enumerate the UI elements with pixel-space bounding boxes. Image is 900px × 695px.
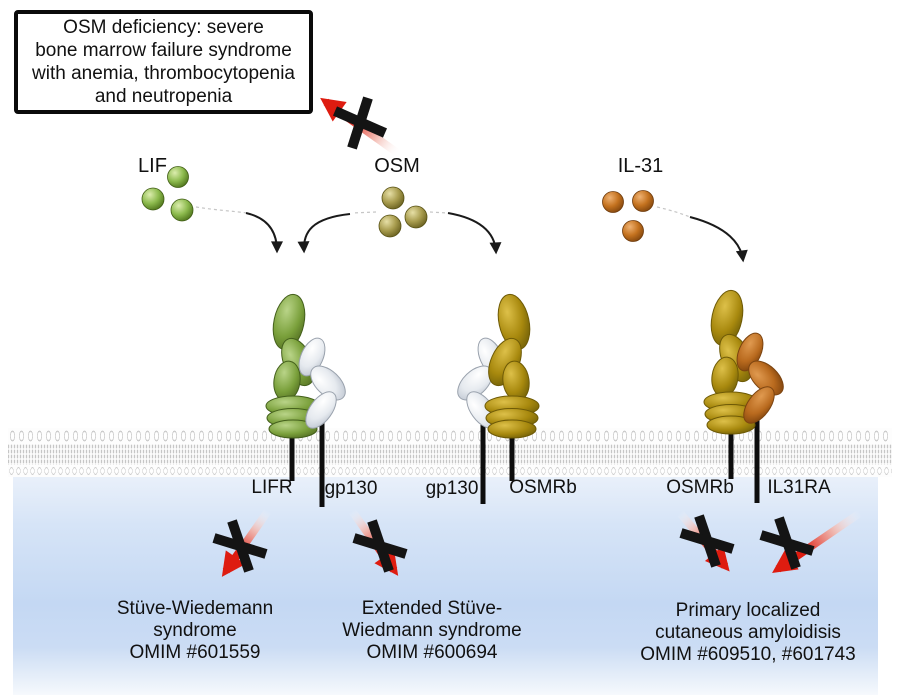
ligand-sphere xyxy=(602,191,624,213)
syndrome-line: OMIM #609510, #601743 xyxy=(640,644,856,665)
lif-to-lifr-arrow xyxy=(245,212,283,254)
deficiency-box-line: with anemia, thrombocytopenia xyxy=(32,63,295,84)
syndrome-line: Extended Stüve- xyxy=(361,598,503,619)
syndrome-line: Wiedmann syndrome xyxy=(342,620,522,641)
ligand-sphere xyxy=(378,214,402,238)
il31-label: IL-31 xyxy=(617,155,664,177)
osmrb-label-right: OSMRb xyxy=(666,477,734,498)
osmrb-label-middle: OSMRb xyxy=(509,477,577,498)
cytoplasm xyxy=(13,477,878,695)
leader-lines xyxy=(195,206,691,218)
red-arrow-icon xyxy=(221,508,272,577)
x-mark-icon xyxy=(332,96,388,150)
plca-blocked-arrow-left xyxy=(676,510,735,572)
gp130-chain xyxy=(298,337,346,429)
syndrome-line: cutaneous amyloidisis xyxy=(655,622,841,643)
il31ra-chain xyxy=(736,332,784,424)
osm-receptor-complex xyxy=(457,293,540,439)
lif-label: LIF xyxy=(138,155,167,177)
ligand-sphere xyxy=(170,198,194,222)
x-mark-icon xyxy=(759,516,815,570)
syndrome-sws: Stüve-Wiedemann syndrome OMIM #601559 xyxy=(95,598,295,664)
osm-ligand-spheres xyxy=(378,186,428,238)
esws-blocked-arrow xyxy=(348,508,408,576)
sws-blocked-arrow xyxy=(212,508,272,577)
gp130-label-left: gp130 xyxy=(324,478,378,499)
lipid-heads-bottom-row xyxy=(8,465,892,477)
lif-receptor-complex xyxy=(265,293,346,439)
ligand-binding-arrows xyxy=(245,212,748,263)
osm-deficiency-blocked-arrow xyxy=(320,96,402,158)
lipid-tails-row xyxy=(8,444,892,465)
ligand-sphere xyxy=(622,220,644,242)
syndrome-line: OMIM #600694 xyxy=(366,642,498,663)
plca-blocked-arrow-right xyxy=(759,509,863,574)
lifr-label: LIFR xyxy=(251,477,293,498)
cell-membrane xyxy=(8,428,892,477)
syndrome-line: Primary localized xyxy=(675,600,821,621)
ligand-sphere xyxy=(141,187,165,211)
il31-to-il31ra-arrow xyxy=(689,216,748,263)
syndrome-line: syndrome xyxy=(153,620,237,641)
ligand-sphere xyxy=(404,205,428,229)
syndrome-plca: Primary localized cutaneous amyloidisis … xyxy=(628,600,868,666)
syndrome-line: Stüve-Wiedemann xyxy=(116,598,274,619)
ligand-sphere xyxy=(167,166,189,188)
syndrome-esws: Extended Stüve- Wiedmann syndrome OMIM #… xyxy=(328,598,536,664)
syndrome-line: OMIM #601559 xyxy=(129,642,261,663)
osm-to-lifr-arrow xyxy=(297,213,351,254)
ligand-sphere xyxy=(381,186,405,210)
deficiency-box: OSM deficiency: severe bone marrow failu… xyxy=(14,10,313,114)
gp130-label-middle: gp130 xyxy=(425,478,479,499)
osm-to-osmrb-arrow xyxy=(447,212,502,255)
lif-ligand-spheres xyxy=(141,166,194,222)
x-mark-icon xyxy=(212,519,268,573)
il31-receptor-complex xyxy=(703,289,784,435)
deficiency-box-line: OSM deficiency: severe xyxy=(63,17,264,38)
deficiency-box-line: bone marrow failure syndrome xyxy=(35,40,292,61)
osm-label: OSM xyxy=(374,155,420,177)
x-mark-icon xyxy=(679,514,735,568)
deficiency-box-line: and neutropenia xyxy=(94,86,233,107)
x-mark-icon xyxy=(352,519,408,573)
il31-ligand-spheres xyxy=(602,190,654,242)
il31ra-label: IL31RA xyxy=(767,477,831,498)
lipid-heads-top-row xyxy=(8,428,892,444)
osmrb-chain xyxy=(484,293,540,439)
ligand-sphere xyxy=(632,190,654,212)
